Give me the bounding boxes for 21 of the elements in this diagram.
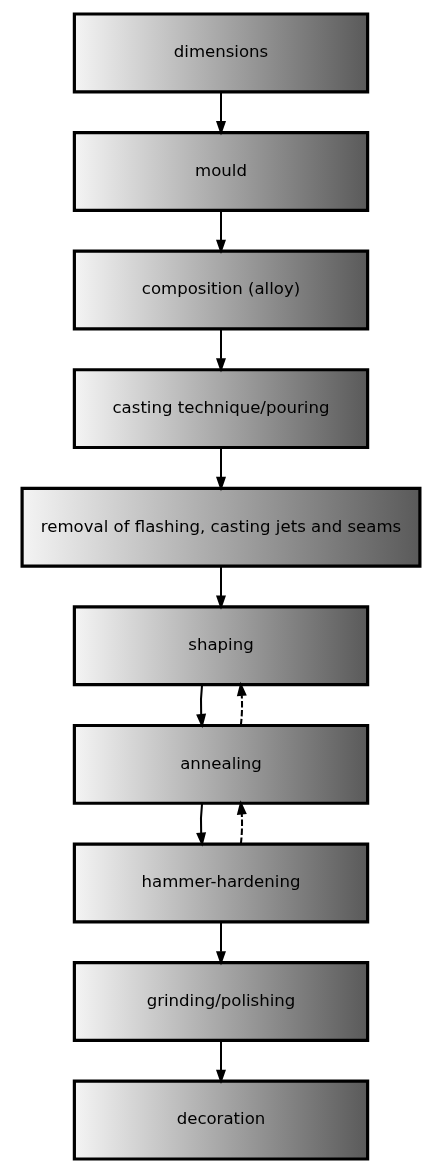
node-box: removal of flashing, casting jets and seams — [20, 486, 422, 568]
arrow — [196, 803, 207, 847]
arrow — [216, 566, 226, 610]
node-box: mould — [72, 131, 370, 212]
arrow — [196, 684, 207, 729]
arrow — [216, 447, 226, 492]
node-box: hammer-hardening — [72, 842, 370, 924]
node-box: annealing — [72, 723, 370, 805]
node-box: composition (alloy) — [72, 249, 370, 331]
arrow — [216, 1040, 226, 1084]
node-box: dimensions — [72, 12, 370, 94]
arrow — [216, 329, 226, 373]
arrow — [236, 800, 247, 844]
arrow — [216, 91, 226, 136]
arrow — [216, 210, 226, 254]
node-box: decoration — [72, 1079, 370, 1161]
node-box: grinding/polishing — [72, 961, 370, 1042]
arrow — [216, 921, 226, 966]
arrow — [236, 681, 247, 726]
node-box: casting technique/pouring — [72, 368, 370, 450]
node-box: shaping — [72, 605, 370, 687]
